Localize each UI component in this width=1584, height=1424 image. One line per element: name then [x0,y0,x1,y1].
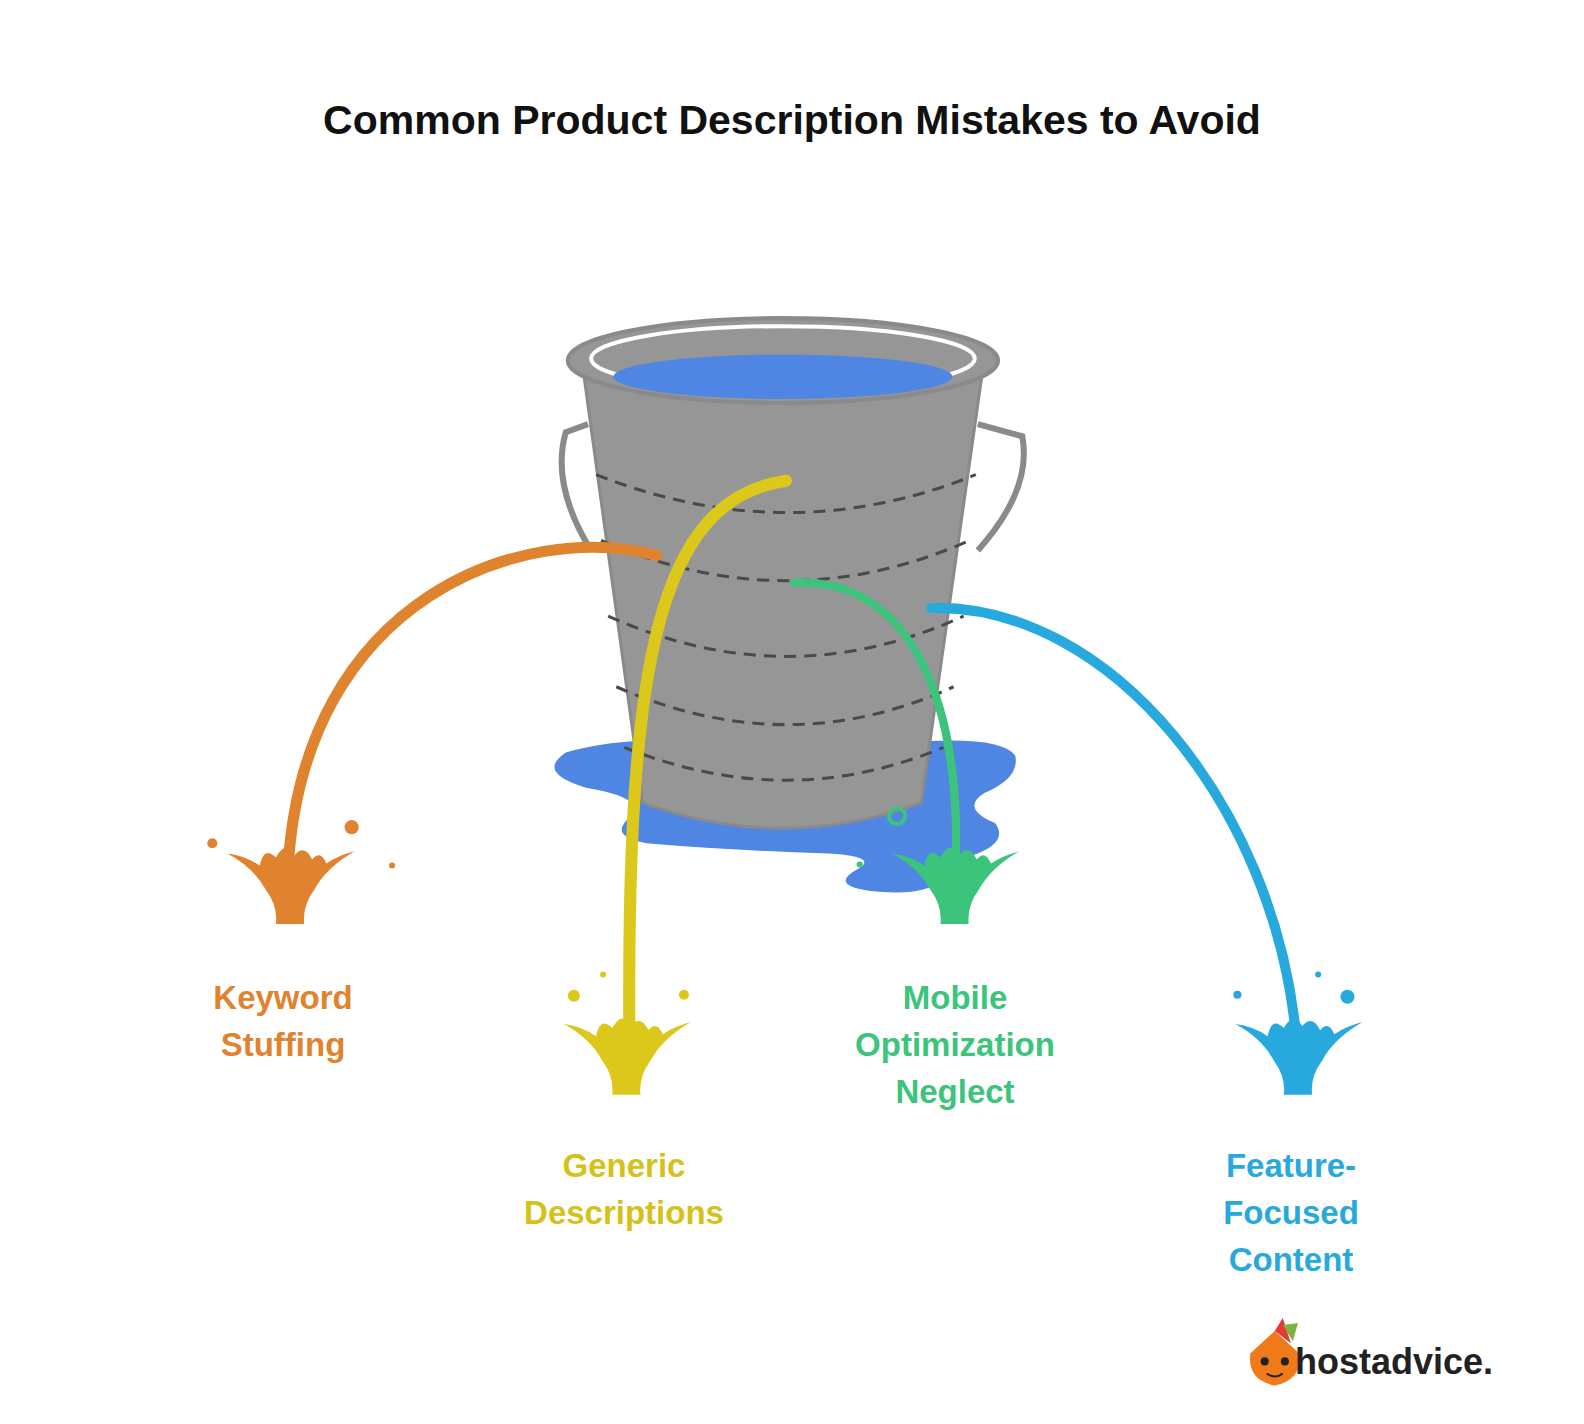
leak-stream [794,583,956,869]
mistake-label: Generic Descriptions [502,1142,747,1236]
leak-stream [931,608,1296,1035]
mistake-label: Keyword Stuffing [183,974,383,1068]
splash [564,972,691,1095]
bucket-body [584,376,982,828]
logo-mascot [1250,1318,1299,1386]
diagram-title: Common Product Description Mistakes to A… [92,94,1492,146]
mistake-label: Mobile Optimization Neglect [828,974,1083,1115]
splash [857,808,1020,924]
bucket-water [613,354,952,398]
bucket-handle [978,424,1024,550]
splash [1233,972,1362,1095]
mistake-label: Feature-Focused Content [1204,1142,1379,1283]
bucket-handle [562,424,591,550]
bucket-rim [568,318,998,403]
leak-stream [629,481,786,1041]
leak-stream [288,547,657,868]
splash [207,820,395,924]
watermark-logo: hostadvice. [1295,1340,1535,1384]
